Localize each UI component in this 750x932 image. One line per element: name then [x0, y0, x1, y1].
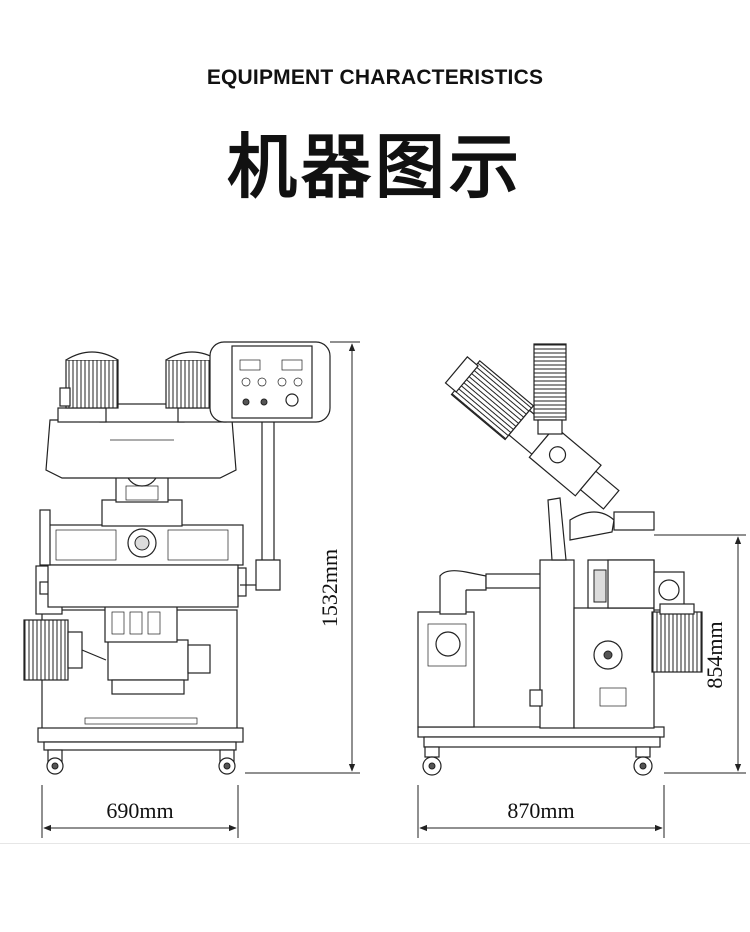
section-title: 机器图示	[227, 126, 523, 208]
front-view	[23, 341, 331, 775]
side-width-dimension	[417, 785, 665, 838]
side-height-dimension	[654, 534, 746, 774]
front-width-dimension	[41, 785, 239, 838]
front-control-panel	[209, 341, 331, 423]
section-subtitle: EQUIPMENT CHARACTERISTICS	[206, 66, 544, 89]
side-motor-upright	[533, 343, 567, 435]
footer-divider	[0, 843, 750, 844]
side-column	[539, 559, 575, 729]
front-wheel-left	[46, 749, 64, 775]
side-view	[417, 343, 703, 776]
front-height-dimension	[245, 341, 360, 774]
side-wheel-left	[422, 746, 442, 776]
front-width-label: 690mm	[106, 798, 173, 823]
front-motor-left	[59, 351, 119, 409]
side-spindle-head	[444, 356, 620, 510]
side-width-label: 870mm	[507, 798, 574, 823]
side-wheel-right	[633, 746, 653, 776]
front-wheel-right	[218, 749, 236, 775]
front-height-label: 1532mm	[317, 549, 342, 627]
side-motor-right	[651, 603, 703, 673]
side-height-label: 854mm	[702, 621, 727, 688]
machine-diagram: 1532mm 690mm	[23, 341, 746, 838]
